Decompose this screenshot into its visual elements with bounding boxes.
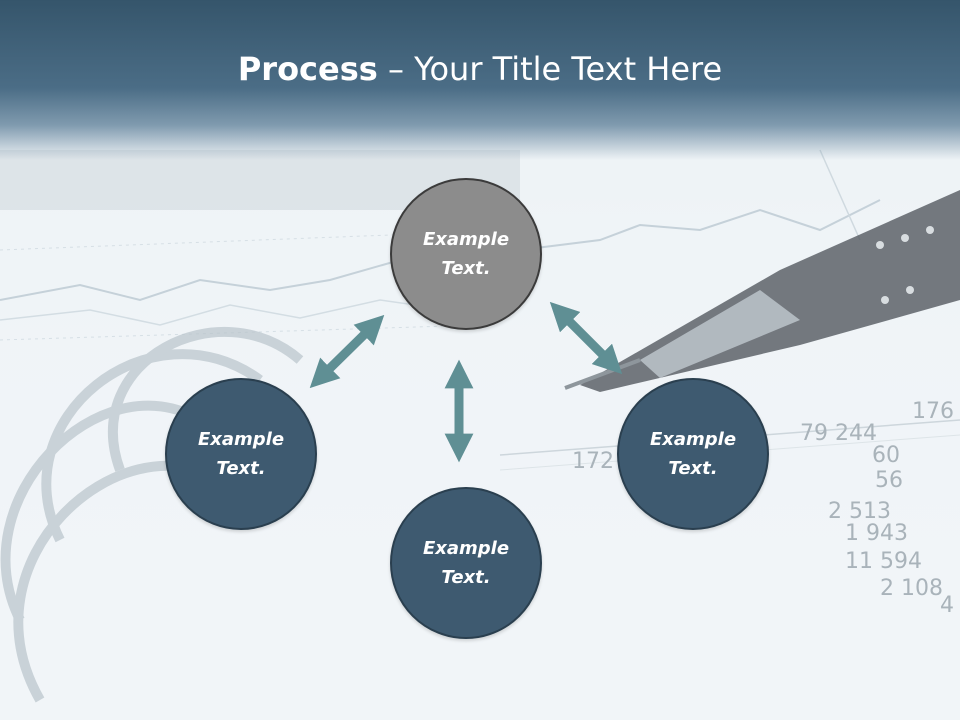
bg-number: 56	[875, 468, 903, 493]
bg-number: 2 513	[828, 499, 891, 524]
node-label-line2: Text.	[441, 567, 491, 588]
bg-number: 60	[872, 443, 900, 468]
title-banner	[0, 0, 960, 160]
node-label-line1: Example	[649, 429, 737, 450]
title-rest: – Your Title Text Here	[377, 50, 723, 88]
arrow-top-left	[309, 314, 385, 389]
bg-number: 11 594	[845, 549, 922, 574]
node-label-line1: Example	[197, 429, 285, 450]
bg-number: 172	[572, 449, 614, 474]
bg-number: 79 244	[800, 421, 877, 446]
bg-number: 1 943	[845, 521, 908, 546]
node-label-line2: Text.	[441, 258, 491, 279]
bg-number: 4	[940, 593, 954, 618]
bg-number: 2 108	[880, 576, 943, 601]
page-title: Process – Your Title Text Here	[0, 50, 960, 88]
node-label-line1: Example	[422, 538, 510, 559]
node-label-line2: Text.	[216, 458, 266, 479]
bg-number: 176	[912, 399, 954, 424]
node-label-line1: Example	[422, 229, 510, 250]
title-bold: Process	[237, 50, 378, 88]
arrow-top-right	[549, 301, 623, 375]
node-label-line2: Text.	[668, 458, 718, 479]
